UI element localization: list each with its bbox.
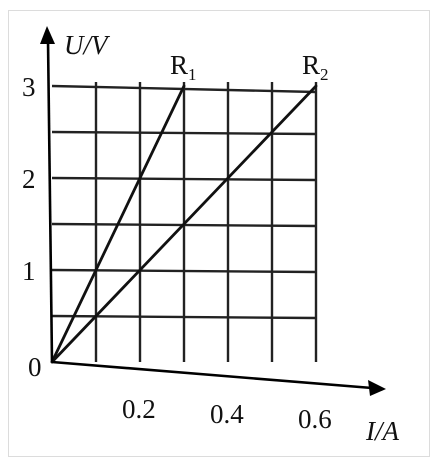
y-axis-arrow-icon xyxy=(40,26,55,44)
x-tick-label: 0.4 xyxy=(210,399,244,429)
grid-line-horizontal xyxy=(51,268,317,274)
series-line-r2 xyxy=(50,84,318,364)
series-label-r1: R1 xyxy=(170,50,197,84)
origin-label: 0 xyxy=(28,352,42,382)
y-axis-title: U/V xyxy=(64,30,111,60)
grid-line-horizontal xyxy=(51,314,317,320)
series-line-r1 xyxy=(50,84,186,364)
x-axis xyxy=(51,360,373,390)
x-tick-label: 0.2 xyxy=(122,394,156,424)
chart-frame xyxy=(8,10,430,457)
series-group: R1 R2 xyxy=(50,50,329,364)
y-tick-label: 3 xyxy=(22,72,36,102)
series-label-r2: R2 xyxy=(302,50,329,84)
axes xyxy=(40,26,386,396)
grid-line-horizontal xyxy=(51,130,317,136)
y-axis xyxy=(46,39,54,363)
y-tick-label: 1 xyxy=(22,256,36,286)
x-axis-arrow-icon xyxy=(368,380,386,396)
grid-line-horizontal xyxy=(51,176,317,182)
labels: U/V I/A 0 1 2 3 0.2 0.4 0.6 xyxy=(22,30,399,446)
x-axis-title: I/A xyxy=(365,416,399,446)
x-tick-label: 0.6 xyxy=(298,404,332,434)
y-tick-label: 2 xyxy=(22,164,36,194)
